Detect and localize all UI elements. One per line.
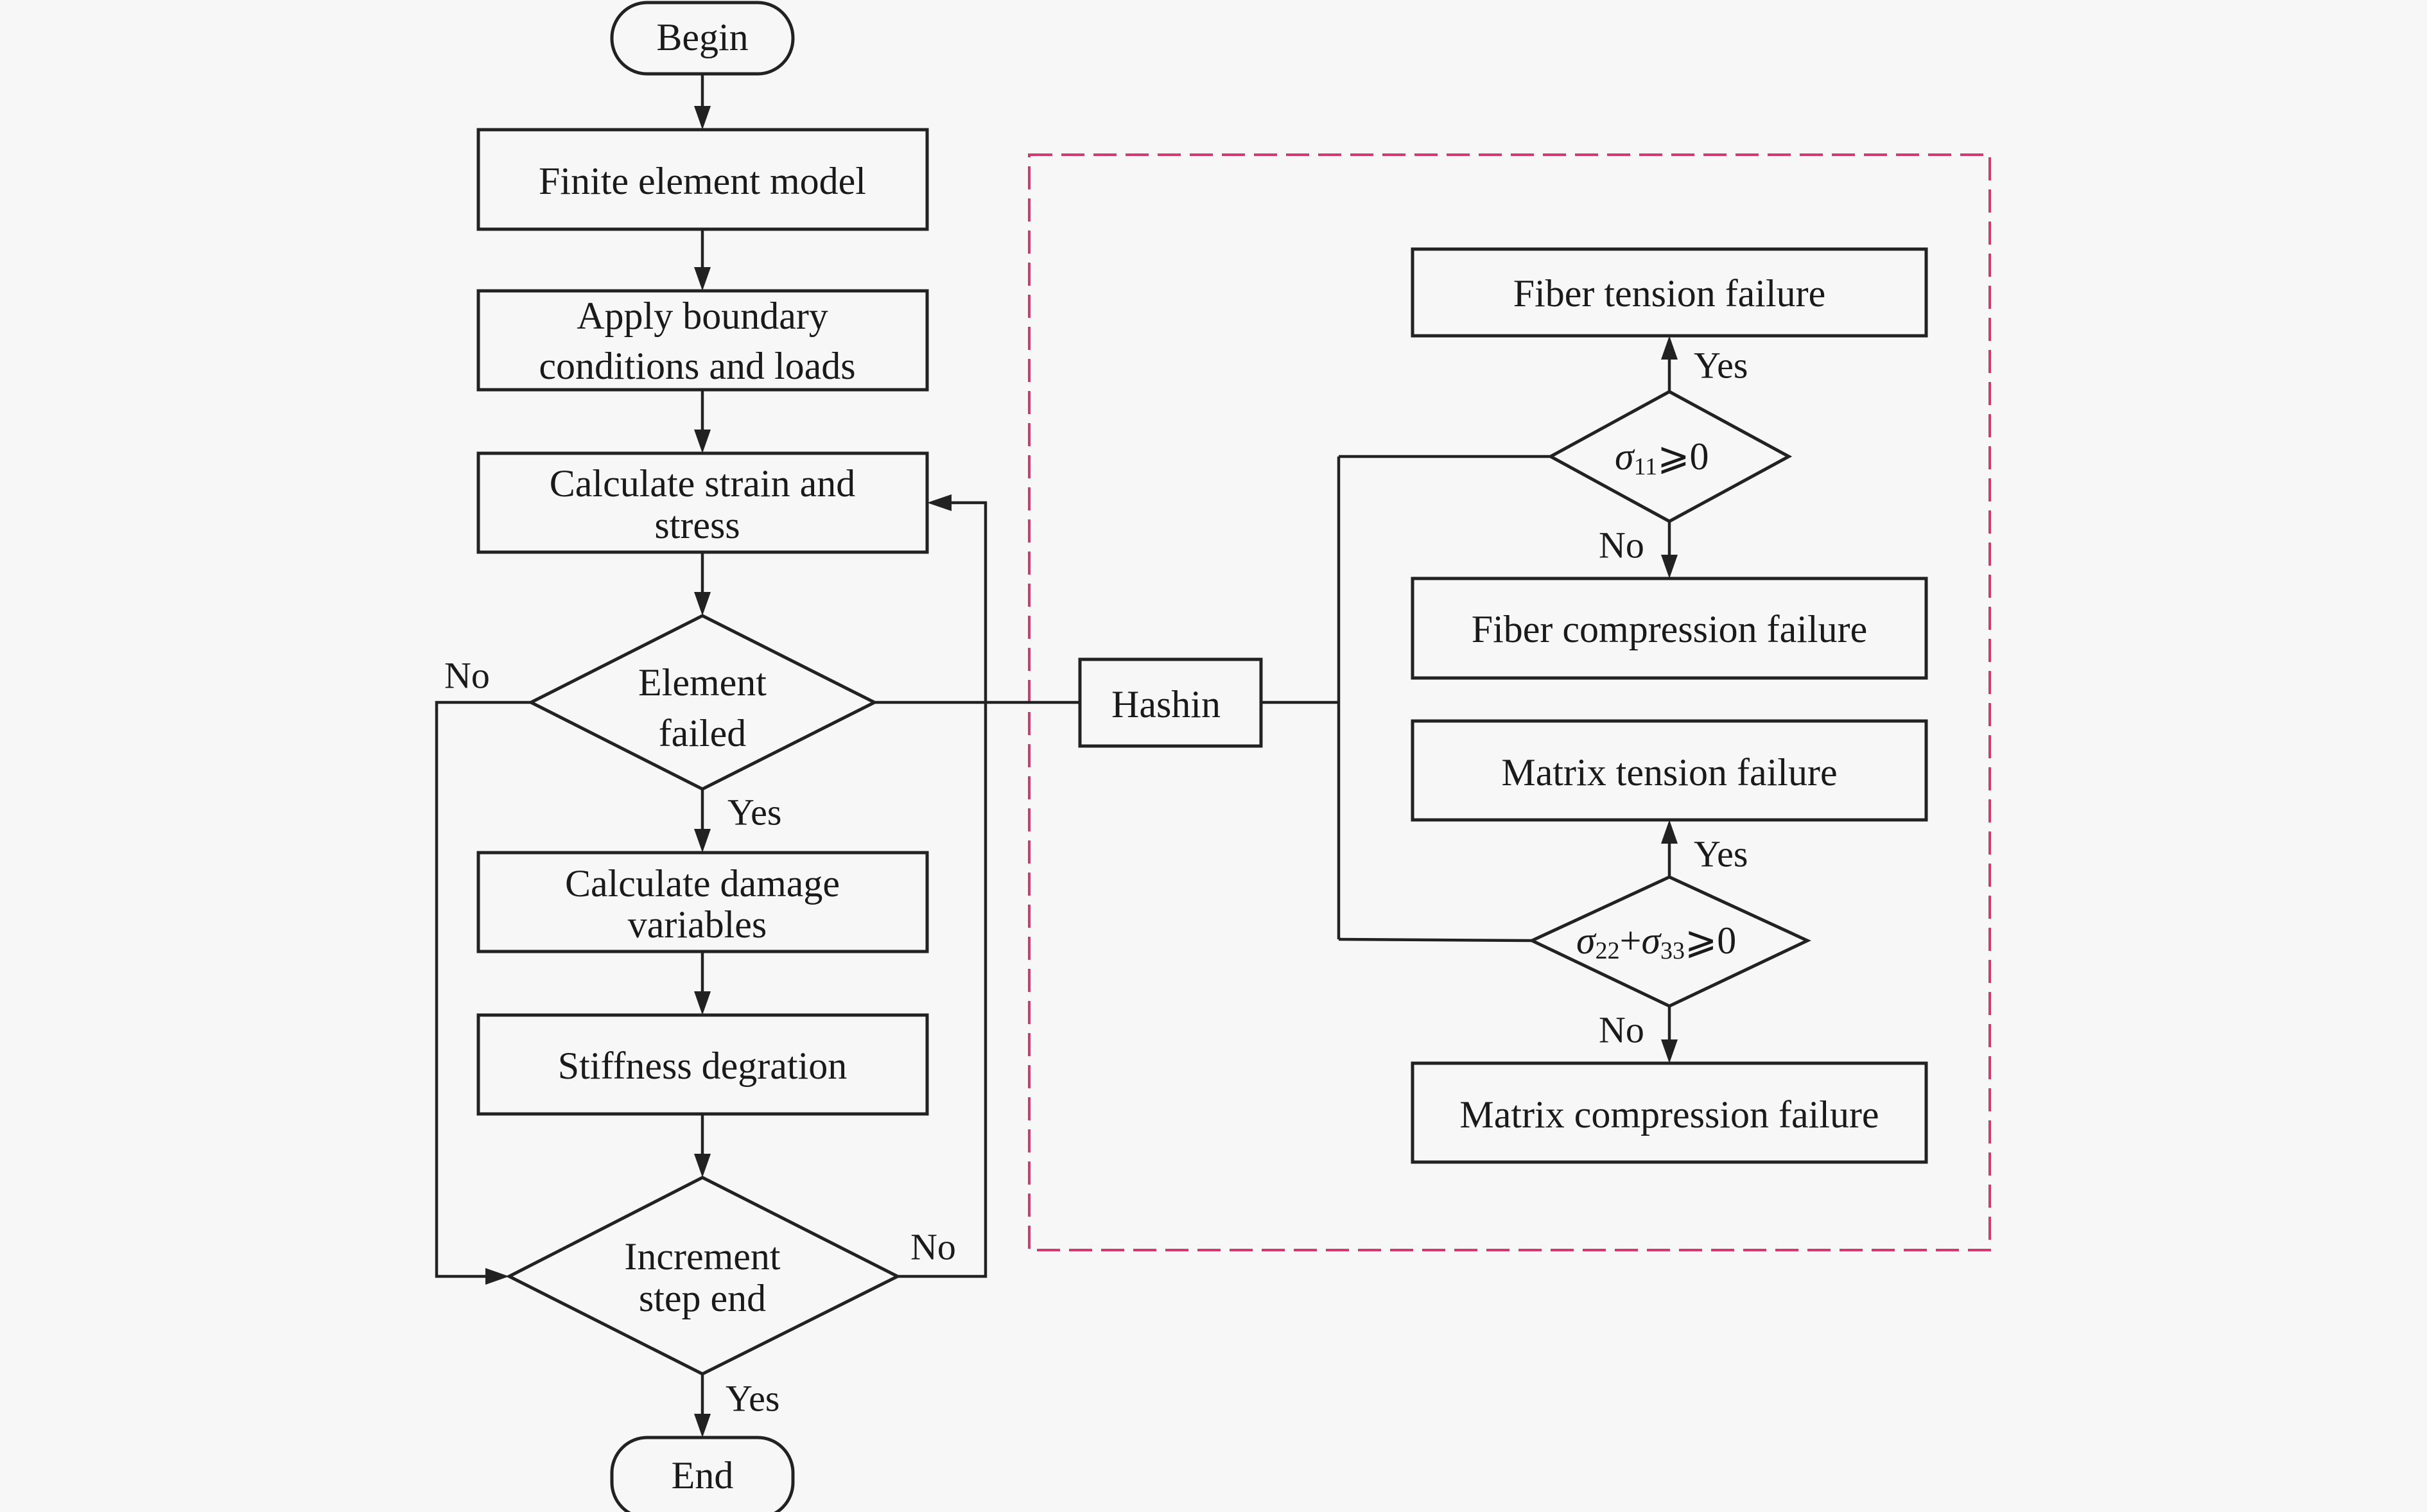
sigma-subscript: 33 [1660, 937, 1685, 964]
arrowhead-icon [1661, 555, 1678, 578]
matrix-condition-formula: σ22+σ33⩾0 [1576, 919, 1736, 964]
begin-node: Begin [610, 1, 795, 76]
end-label: End [672, 1454, 734, 1497]
hashin-node: Hashin [1078, 657, 1263, 748]
increment-yes-label: Yes [726, 1378, 779, 1420]
fiber-condition-formula: σ11⩾0 [1615, 435, 1709, 480]
fiber-tension-failure-node: Fiber tension failure [1411, 247, 1928, 338]
arrowhead-icon [694, 430, 711, 453]
arrowhead-icon [694, 106, 711, 130]
sigma-subscript: 22 [1596, 937, 1620, 964]
fiber-tension-failure-label: Fiber tension failure [1513, 272, 1826, 315]
stiffness-degration-node: Stiffness degration [476, 1013, 929, 1116]
element-failed-yes-label: Yes [727, 792, 781, 833]
begin-label: Begin [656, 16, 748, 58]
arrowhead-icon [694, 1414, 711, 1438]
element-failed-no-label: No [444, 655, 490, 697]
arrowhead-icon [694, 1154, 711, 1177]
matrix-no-label: No [1599, 1009, 1644, 1051]
sigma-symbol: σ [1576, 919, 1597, 962]
apply-boundary-node: Apply boundary conditions and loads [476, 289, 929, 392]
fiber-condition-decision: σ11⩾0 [1547, 390, 1793, 523]
end-node: End [610, 1436, 795, 1512]
increment-label-line1: Increment [624, 1235, 781, 1278]
arrowhead-icon [1661, 820, 1678, 844]
relation: ⩾0 [1657, 435, 1709, 478]
element-failed-label-line2: failed [659, 712, 747, 754]
sigma-subscript: 11 [1634, 453, 1658, 480]
calculate-strain-label-line1: Calculate strain and [550, 462, 855, 505]
fiber-yes-label: Yes [1694, 345, 1748, 387]
fiber-compression-failure-node: Fiber compression failure [1411, 577, 1928, 680]
finite-element-model-node: Finite element model [476, 128, 929, 231]
matrix-compression-failure-node: Matrix compression failure [1411, 1061, 1928, 1164]
apply-boundary-label-line1: Apply boundary [577, 295, 828, 337]
matrix-tension-failure-label: Matrix tension failure [1501, 751, 1837, 794]
calculate-damage-label-line1: Calculate damage [565, 862, 840, 905]
stiffness-degration-label: Stiffness degration [558, 1045, 848, 1087]
matrix-yes-label: Yes [1694, 833, 1748, 875]
calculate-damage-node: Calculate damage variables [476, 851, 929, 953]
connector-increment-no-loop [898, 501, 987, 1278]
arrowhead-icon [1661, 336, 1678, 360]
arrowhead-icon [485, 1268, 509, 1285]
finite-element-model-label: Finite element model [539, 160, 866, 202]
connector-failed-no-loop [435, 700, 531, 1278]
calculate-damage-label-line2: variables [628, 903, 767, 946]
increment-label-line2: step end [639, 1277, 766, 1319]
arrowhead-icon [694, 267, 711, 291]
increment-step-end-decision: Increment step end [505, 1176, 901, 1376]
matrix-compression-failure-label: Matrix compression failure [1459, 1093, 1879, 1136]
arrowhead-icon [927, 494, 952, 511]
relation: ⩾0 [1685, 919, 1736, 962]
plus-sign: + [1620, 919, 1642, 962]
matrix-tension-failure-node: Matrix tension failure [1411, 719, 1928, 822]
arrowhead-icon [1661, 1039, 1678, 1063]
hashin-label: Hashin [1111, 683, 1221, 726]
sigma-symbol: σ [1615, 435, 1635, 478]
main-connectors [435, 74, 1080, 1438]
apply-boundary-label-line2: conditions and loads [539, 345, 855, 387]
element-failed-decision: Element failed [527, 614, 878, 791]
arrowhead-icon [694, 829, 711, 853]
matrix-condition-decision: σ22+σ33⩾0 [1528, 875, 1811, 1008]
calculate-strain-label-line2: stress [654, 504, 740, 546]
fiber-no-label: No [1599, 525, 1644, 566]
arrowhead-icon [694, 991, 711, 1015]
element-failed-label-line1: Element [638, 661, 767, 704]
arrowhead-icon [694, 592, 711, 616]
connector-bus-matrix-condition [1338, 937, 1533, 943]
calculate-strain-node: Calculate strain and stress [476, 451, 929, 554]
increment-no-label: No [910, 1226, 956, 1268]
fiber-compression-failure-label: Fiber compression failure [1472, 608, 1868, 650]
sigma-symbol: σ [1641, 919, 1662, 962]
